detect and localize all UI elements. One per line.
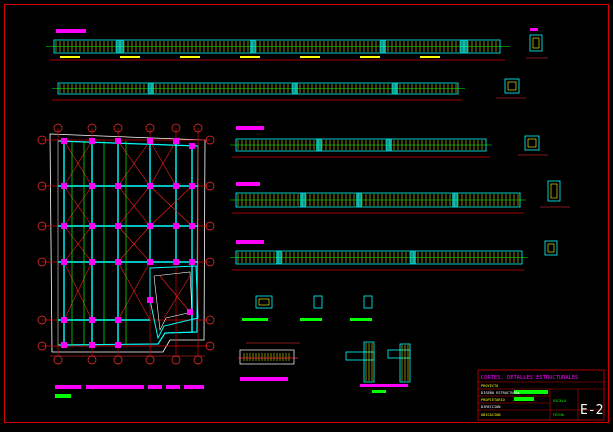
sheet-number: E-2	[580, 403, 603, 418]
structural-floor-plan	[37, 123, 215, 365]
title-block-heading: CORTES, DETALLES ESTRUCTURALES	[481, 375, 578, 381]
plan-columns	[61, 138, 195, 348]
beam-section-3	[518, 135, 548, 156]
grid-axes-side	[37, 135, 215, 351]
title-block-row: PROPIETARIO	[481, 398, 505, 402]
title-block-row: DIRECCION	[481, 405, 500, 409]
beam-elevation-2	[52, 82, 465, 101]
beam-section-1	[526, 28, 548, 59]
detail-beam-column-joint	[345, 341, 411, 393]
title-block-text: CORTES, DETALLES ESTRUCTURALES PROYECTO …	[481, 375, 603, 418]
title-block	[477, 369, 605, 421]
title-block-row: PROYECTO	[481, 384, 498, 388]
detail-column-sections	[242, 295, 373, 321]
detail-footing	[238, 342, 300, 381]
title-block-row: ESCALA	[553, 399, 567, 403]
beam-section-4	[540, 180, 570, 208]
beam-section-5	[544, 240, 558, 256]
beam-elevation-3	[230, 126, 492, 158]
beam-elevation-4	[230, 182, 526, 214]
title-block-row: FECHA	[553, 413, 565, 417]
beam-elevation-1	[46, 29, 510, 61]
grid-axes-top	[53, 123, 203, 365]
beam-title-marker	[56, 29, 86, 33]
title-block-row: DISEÑO ESTRUCTURAL	[481, 390, 520, 395]
beam-section-2	[496, 78, 526, 99]
beam-elevation-5	[230, 240, 528, 271]
sheet-border	[4, 4, 609, 423]
title-block-row: UBICACION	[481, 413, 500, 417]
plan-title-bar	[55, 385, 204, 398]
